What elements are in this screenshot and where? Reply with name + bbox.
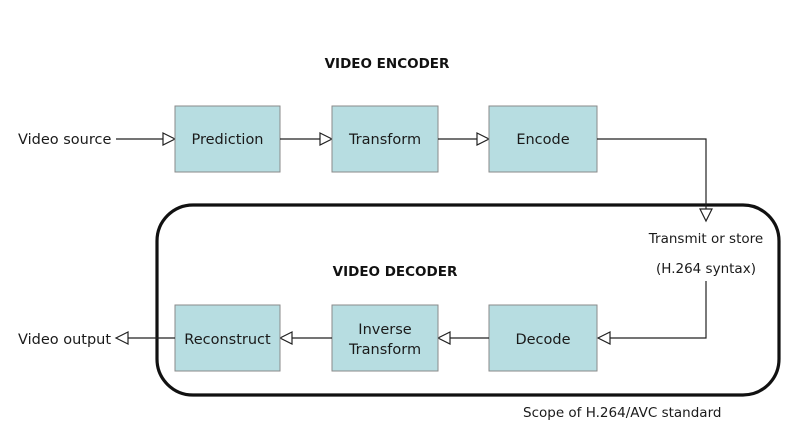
inverse-to-reconstruct-arrowhead — [278, 331, 293, 345]
video-output-label: Video output — [18, 332, 111, 348]
decode-block-label: Decode — [515, 332, 570, 348]
video-source-label: Video source — [18, 132, 111, 148]
transform-block-label: Transform — [348, 132, 421, 148]
inverse-transform-block — [331, 304, 439, 372]
decode-to-inverse-arrowhead — [436, 331, 451, 345]
reconstruct-block-label: Reconstruct — [184, 332, 271, 348]
h264-scope-boundary — [155, 203, 781, 397]
transmit-or-store-label: Transmit or store — [648, 231, 763, 247]
prediction-to-transform-arrowhead — [319, 132, 334, 146]
decode-block — [488, 304, 598, 372]
reconstruct-to-output-arrowhead — [114, 331, 129, 345]
inverse-transform-label-line2: Transform — [348, 342, 421, 358]
encode-block — [488, 105, 598, 173]
decoder-title: VIDEO DECODER — [333, 264, 458, 280]
encode-to-channel-line — [597, 138, 707, 209]
prediction-block-label: Prediction — [191, 132, 263, 148]
h264-syntax-label: (H.264 syntax) — [656, 261, 756, 277]
encode-to-channel-arrowhead — [699, 208, 713, 223]
encoder-title: VIDEO ENCODER — [325, 56, 450, 72]
prediction-block — [174, 105, 281, 173]
source-to-prediction-arrowhead — [162, 132, 177, 146]
channel-to-decode-arrowhead — [596, 331, 611, 345]
reconstruct-block — [174, 304, 281, 372]
scope-caption: Scope of H.264/AVC standard — [523, 405, 721, 421]
inverse-transform-label-line1: Inverse — [358, 322, 411, 338]
channel-to-decode-line — [610, 281, 707, 339]
encode-block-label: Encode — [516, 132, 569, 148]
transform-to-encode-arrowhead — [476, 132, 491, 146]
